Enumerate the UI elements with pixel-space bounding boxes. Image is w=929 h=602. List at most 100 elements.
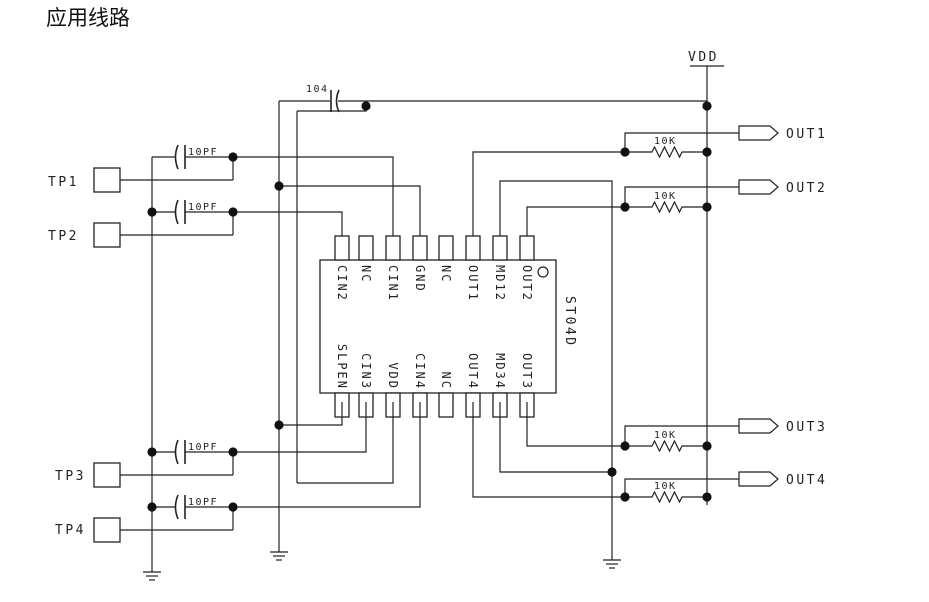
touch-pad-3: TP3 bbox=[55, 462, 233, 488]
decoupling-cap-label: 104 bbox=[306, 84, 329, 95]
touch-pad-label: TP3 bbox=[55, 469, 86, 484]
pad-capacitor-3: 10PF bbox=[152, 439, 233, 465]
touch-pad-box bbox=[93, 167, 121, 193]
output-arrow-icon bbox=[738, 471, 779, 487]
pin-label-bottom-5: OUT4 bbox=[466, 353, 480, 390]
junction-dot bbox=[702, 441, 712, 451]
pullup-resistor-1: 10K bbox=[625, 136, 690, 159]
pad-capacitor-label: 10PF bbox=[188, 497, 218, 508]
junction-dot bbox=[702, 492, 712, 502]
pullup-resistor-2: 10K bbox=[625, 191, 690, 214]
junction-dot bbox=[147, 502, 157, 512]
output-port-2: OUT2 bbox=[738, 179, 827, 196]
junction-dot bbox=[620, 441, 630, 451]
junction-dot bbox=[702, 147, 712, 157]
output-port-1: OUT1 bbox=[738, 125, 827, 142]
output-label: OUT3 bbox=[786, 420, 827, 435]
pad-capacitor-1: 10PF bbox=[152, 144, 233, 170]
pad-capacitor-label: 10PF bbox=[188, 442, 218, 453]
junction-dot bbox=[228, 152, 238, 162]
ground-symbols bbox=[143, 551, 621, 581]
pad-capacitors: 10PF 10PF 10PF 10PF bbox=[152, 144, 233, 520]
pin-bottom-4 bbox=[438, 392, 454, 418]
pin-label-top-5: OUT1 bbox=[466, 265, 480, 302]
touch-pad-box bbox=[93, 222, 121, 248]
pin-label-bottom-7: OUT3 bbox=[520, 353, 534, 390]
pin1-marker bbox=[537, 266, 549, 278]
pullup-resistor-label: 10K bbox=[654, 136, 677, 147]
pin-label-bottom-4: NC bbox=[439, 372, 453, 390]
pad-capacitor-label: 10PF bbox=[188, 147, 218, 158]
pin-label-top-6: MD12 bbox=[493, 265, 507, 302]
ground-symbol-right bbox=[603, 559, 621, 569]
pullup-resistor-label: 10K bbox=[654, 430, 677, 441]
pin-label-bottom-2: VDD bbox=[386, 362, 400, 390]
diagram-title: 应用线路 bbox=[46, 6, 130, 30]
output-port-3: OUT3 bbox=[738, 418, 827, 435]
pullup-resistor-label: 10K bbox=[654, 191, 677, 202]
pin-label-bottom-0: SLPEN bbox=[335, 344, 349, 390]
pullup-resistor-4: 10K bbox=[625, 481, 690, 504]
junction-dot bbox=[607, 467, 617, 477]
junction-dot bbox=[361, 101, 371, 111]
junction-dots bbox=[147, 101, 712, 512]
pin-top-4 bbox=[438, 235, 454, 261]
pin-top-5 bbox=[465, 235, 481, 261]
pullup-resistors: 10K 10K 10K 10K bbox=[625, 136, 690, 504]
output-label: OUT4 bbox=[786, 473, 827, 488]
touch-pad-box bbox=[93, 462, 121, 488]
touch-pad-label: TP4 bbox=[55, 523, 86, 538]
junction-dot bbox=[620, 202, 630, 212]
pin-top-6 bbox=[492, 235, 508, 261]
pin-label-top-0: CIN2 bbox=[335, 265, 349, 302]
junction-dot bbox=[228, 447, 238, 457]
junction-dot bbox=[620, 492, 630, 502]
touch-pad-1: TP1 bbox=[48, 167, 233, 193]
ground-symbol-left bbox=[143, 571, 161, 581]
pad-capacitor-4: 10PF bbox=[152, 494, 233, 520]
junction-dot bbox=[274, 181, 284, 191]
junction-dot bbox=[702, 101, 712, 111]
touch-pad-label: TP2 bbox=[48, 229, 79, 244]
pad-capacitor-label: 10PF bbox=[188, 202, 218, 213]
junction-dot bbox=[620, 147, 630, 157]
pin-label-top-2: CIN1 bbox=[386, 265, 400, 302]
pin-top-3 bbox=[412, 235, 428, 261]
output-arrow-icon bbox=[738, 125, 779, 141]
vdd-label: VDD bbox=[688, 50, 719, 65]
pullup-resistor-3: 10K bbox=[625, 430, 690, 453]
pin-label-top-7: OUT2 bbox=[520, 265, 534, 302]
pin-label-bottom-6: MD34 bbox=[493, 353, 507, 390]
touch-pad-2: TP2 bbox=[48, 222, 233, 248]
junction-dot bbox=[702, 202, 712, 212]
junction-dot bbox=[274, 420, 284, 430]
output-label: OUT1 bbox=[786, 127, 827, 142]
pullup-resistor-label: 10K bbox=[654, 481, 677, 492]
ic-body bbox=[319, 259, 557, 394]
pin-top-2 bbox=[385, 235, 401, 261]
junction-dot bbox=[228, 502, 238, 512]
decoupling-capacitor: 104 bbox=[306, 84, 340, 113]
pin-top-7 bbox=[519, 235, 535, 261]
pin-top-0 bbox=[334, 235, 350, 261]
output-port-4: OUT4 bbox=[738, 471, 827, 488]
pin-top-1 bbox=[358, 235, 374, 261]
touch-pad-label: TP1 bbox=[48, 175, 79, 190]
output-arrow-icon bbox=[738, 179, 779, 195]
touch-pad-box bbox=[93, 517, 121, 543]
pin-label-top-3: GND bbox=[413, 265, 427, 293]
output-label: OUT2 bbox=[786, 181, 827, 196]
pin-label-top-4: NC bbox=[439, 265, 453, 283]
junction-dot bbox=[147, 207, 157, 217]
output-arrow-icon bbox=[738, 418, 779, 434]
junction-dot bbox=[147, 447, 157, 457]
ic-name-label: ST04D bbox=[562, 296, 577, 348]
ground-symbol-center bbox=[270, 551, 288, 561]
touch-pad-4: TP4 bbox=[55, 517, 233, 543]
pin-label-bottom-3: CIN4 bbox=[413, 353, 427, 390]
junction-dot bbox=[228, 207, 238, 217]
